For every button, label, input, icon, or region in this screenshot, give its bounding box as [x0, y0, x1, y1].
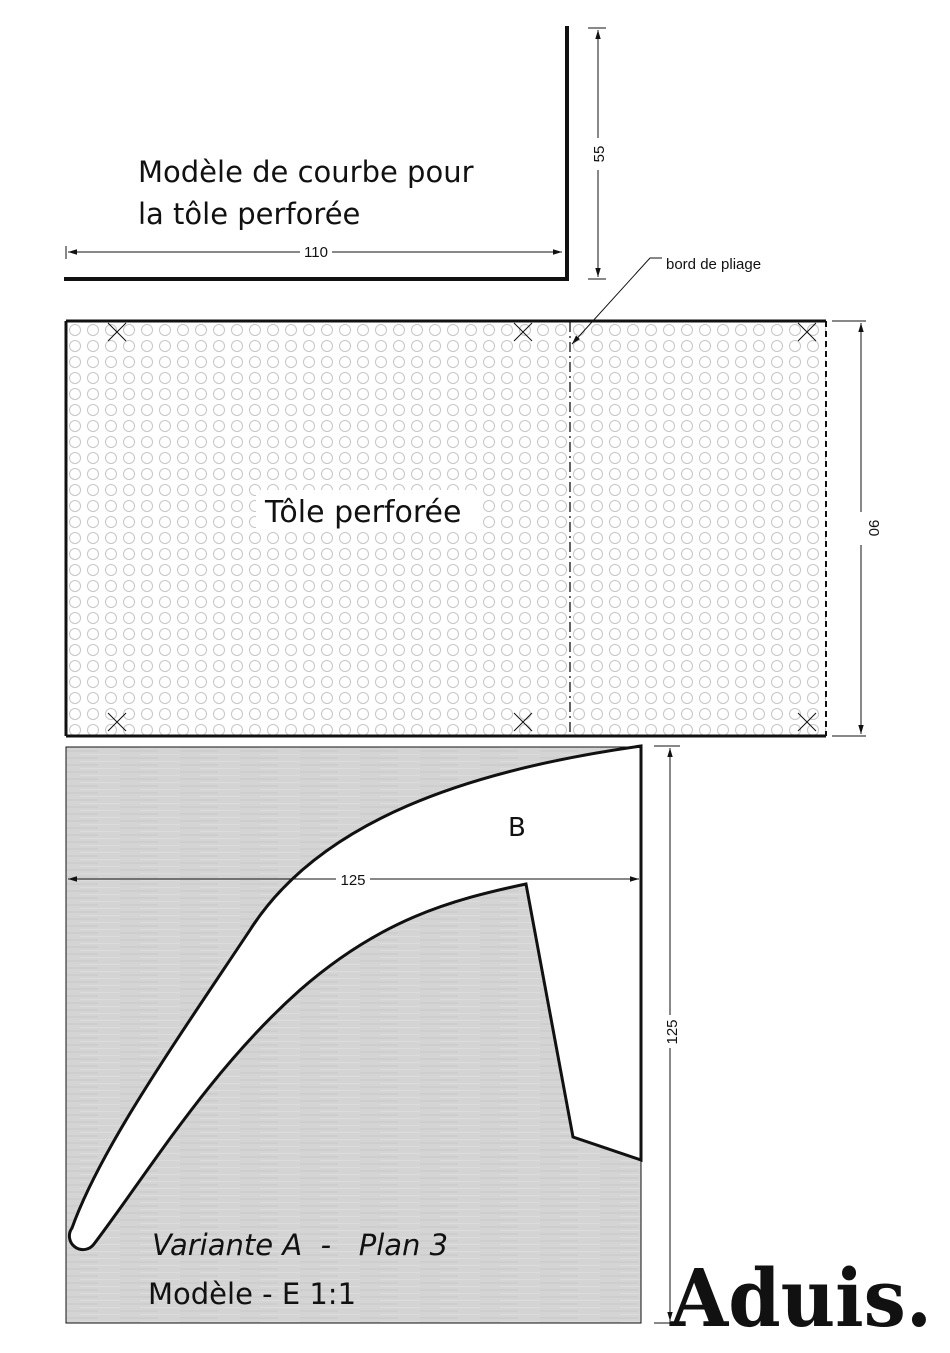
- pattern-width-value: 125: [340, 872, 365, 889]
- pattern-height-value: 125: [664, 1019, 681, 1044]
- pattern-label: B: [508, 813, 526, 843]
- brand-logo: Aduis.: [669, 1251, 932, 1345]
- template-height-value: 55: [591, 146, 608, 163]
- pattern-height-dimension: 125: [654, 746, 681, 1323]
- sheet-label: Tôle perforée: [264, 495, 461, 530]
- template-width-value: 110: [304, 244, 328, 261]
- curve-template: Modèle de courbe pour la tôle perforée 1…: [64, 26, 608, 279]
- sheet-height-dimension: 90: [832, 321, 882, 736]
- pattern-board: B 125 125 Variante A - Plan 3 Modèle - E…: [66, 746, 681, 1323]
- perforated-sheet: Tôle perforée bord de pliage 90: [66, 256, 882, 736]
- pattern-caption-line1: Variante A - Plan 3: [152, 1228, 448, 1262]
- template-width-dimension: 110: [66, 244, 562, 261]
- template-title-line1: Modèle de courbe pour: [138, 155, 474, 189]
- template-outline: [64, 26, 567, 279]
- fold-label: bord de pliage: [666, 256, 761, 273]
- pattern-caption-line2: Modèle - E 1:1: [148, 1277, 356, 1311]
- sheet-height-value: 90: [865, 520, 882, 537]
- template-title-line2: la tôle perforée: [138, 197, 360, 231]
- template-height-dimension: 55: [588, 28, 608, 279]
